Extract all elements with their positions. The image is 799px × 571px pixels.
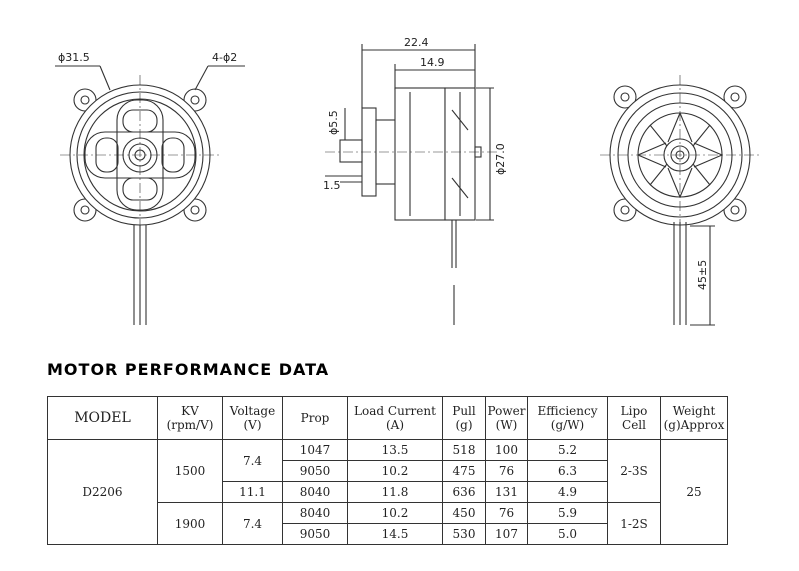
side-shaft-diameter-label: ϕ5.5 <box>327 110 340 135</box>
motor-technical-drawing: ϕ31.5 4-ϕ2 <box>55 36 760 326</box>
rear-wire-length-label: 45±5 <box>696 260 709 290</box>
cell-kv: 1500 <box>157 439 223 503</box>
cell-load-current: 11.8 <box>347 481 443 503</box>
cell-efficiency: 5.2 <box>527 439 608 461</box>
cell-prop: 8040 <box>282 502 348 524</box>
front-diameter-label: ϕ31.5 <box>58 51 90 64</box>
header-load-current: Load Current (A) <box>347 396 443 440</box>
cell-pull: 530 <box>442 523 486 545</box>
header-pull: Pull (g) <box>442 396 486 440</box>
header-prop: Prop <box>282 396 348 440</box>
table-row: D2206 1500 7.4 1047 13.5 518 100 5.2 2-3… <box>47 439 728 545</box>
cell-load-current: 13.5 <box>347 439 443 461</box>
table-row: 9050 14.5 530 107 5.0 <box>48 523 728 545</box>
cell-efficiency: 6.3 <box>527 460 608 482</box>
cell-kv: 1900 <box>157 502 223 545</box>
side-body-length-label: 14.9 <box>420 56 445 69</box>
cell-power: 131 <box>485 481 528 503</box>
cell-voltage: 7.4 <box>222 439 283 482</box>
side-view <box>325 44 500 325</box>
header-model: MODEL <box>47 396 158 440</box>
table-header-row: MODEL KV (rpm/V) Voltage (V) Prop Load C… <box>47 396 728 440</box>
header-weight: Weight (g)Approx <box>660 396 728 440</box>
side-body-diameter-label: ϕ27.0 <box>494 143 507 175</box>
cell-voltage: 11.1 <box>222 481 283 503</box>
header-efficiency: Efficiency (g/W) <box>527 396 608 440</box>
cell-efficiency: 4.9 <box>527 481 608 503</box>
front-holes-label: 4-ϕ2 <box>212 51 237 64</box>
cell-pull: 518 <box>442 439 486 461</box>
cell-power: 107 <box>485 523 528 545</box>
front-view <box>55 65 245 325</box>
cell-prop: 1047 <box>282 439 348 461</box>
cell-lipo-cell: 1-2S <box>607 502 661 545</box>
section-title: MOTOR PERFORMANCE DATA <box>47 360 330 379</box>
side-total-length-label: 22.4 <box>404 36 429 49</box>
side-flange-label: 1.5 <box>323 179 341 192</box>
table-row: 9050 10.2 475 76 6.3 <box>48 460 728 482</box>
cell-load-current: 10.2 <box>347 460 443 482</box>
cell-model: D2206 <box>47 439 158 545</box>
cell-power: 76 <box>485 502 528 524</box>
cell-load-current: 14.5 <box>347 523 443 545</box>
cell-lipo-cell: 2-3S <box>607 439 661 503</box>
cell-power: 76 <box>485 460 528 482</box>
cell-prop: 8040 <box>282 481 348 503</box>
cell-prop: 9050 <box>282 523 348 545</box>
cell-efficiency: 5.0 <box>527 523 608 545</box>
cell-efficiency: 5.9 <box>527 502 608 524</box>
cell-voltage: 7.4 <box>222 502 283 545</box>
header-power: Power (W) <box>485 396 528 440</box>
cell-pull: 475 <box>442 460 486 482</box>
cell-load-current: 10.2 <box>347 502 443 524</box>
cell-weight: 25 <box>660 439 728 545</box>
header-voltage: Voltage (V) <box>222 396 283 440</box>
performance-table: MODEL KV (rpm/V) Voltage (V) Prop Load C… <box>47 396 728 545</box>
rear-view <box>600 75 760 326</box>
cell-prop: 9050 <box>282 460 348 482</box>
header-lipo-cell: Lipo Cell <box>607 396 661 440</box>
cell-pull: 450 <box>442 502 486 524</box>
cell-power: 100 <box>485 439 528 461</box>
header-kv: KV (rpm/V) <box>157 396 223 440</box>
cell-pull: 636 <box>442 481 486 503</box>
